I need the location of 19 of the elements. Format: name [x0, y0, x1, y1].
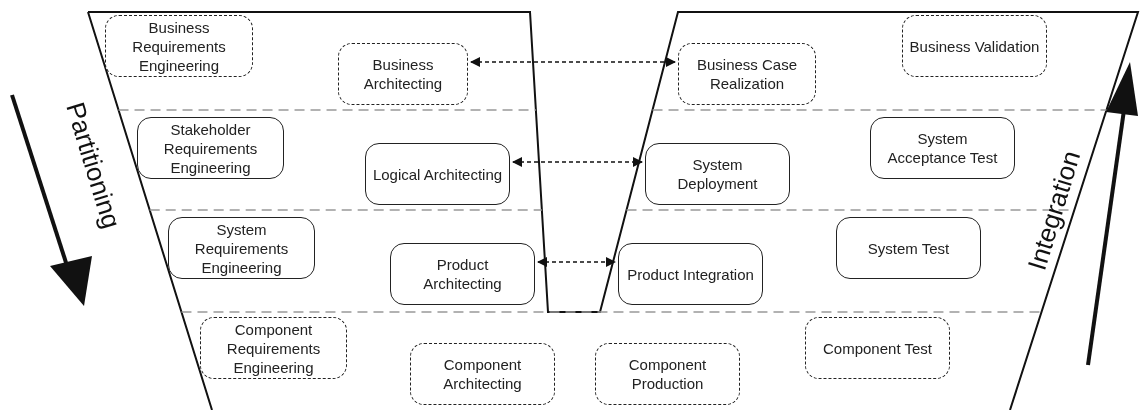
- process-box: System Test: [836, 217, 981, 279]
- process-box: Business Case Realization: [678, 43, 816, 105]
- process-box: Logical Architecting: [365, 143, 510, 205]
- process-box: Business Architecting: [338, 43, 468, 105]
- process-box: Stakeholder Requirements Engineering: [137, 117, 284, 179]
- process-box: System Requirements Engineering: [168, 217, 315, 279]
- process-box: Component Test: [805, 317, 950, 379]
- double-arrow: [537, 257, 616, 267]
- process-box: System Acceptance Test: [870, 117, 1015, 179]
- process-box: Component Architecting: [410, 343, 555, 405]
- process-box: Business Validation: [902, 15, 1047, 77]
- process-box: Product Integration: [618, 243, 763, 305]
- process-box: Component Production: [595, 343, 740, 405]
- process-box: Business Requirements Engineering: [105, 15, 253, 77]
- double-arrow: [512, 157, 643, 167]
- process-box: Component Requirements Engineering: [200, 317, 347, 379]
- process-box: System Deployment: [645, 143, 790, 205]
- double-arrow: [470, 57, 676, 67]
- process-box: Product Architecting: [390, 243, 535, 305]
